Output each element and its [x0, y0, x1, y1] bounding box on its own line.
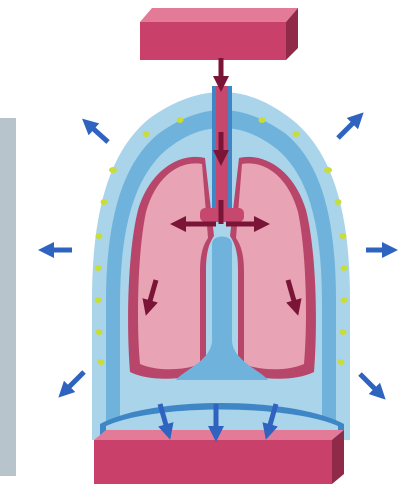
bottom-block — [94, 430, 344, 484]
arrow-out-lower-left — [64, 372, 84, 392]
arrow-out-lower-right — [360, 374, 380, 394]
arrow-out-upper-right — [338, 118, 358, 138]
left-panel — [0, 118, 16, 476]
arrow-out-upper-left — [88, 124, 108, 142]
top-block — [140, 8, 298, 60]
